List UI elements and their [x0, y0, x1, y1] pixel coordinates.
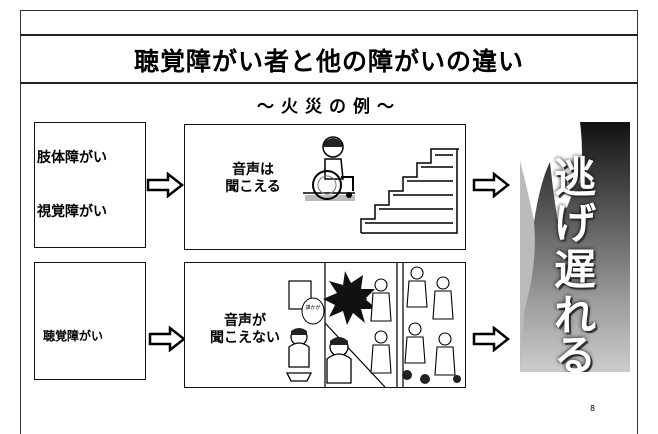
result-char: 逃: [553, 153, 596, 202]
row1-scene-box: 音声は 聞こえる: [184, 124, 466, 250]
category-label-visual: 視覚障がい: [37, 204, 107, 220]
divider-title: [20, 82, 638, 84]
crowd-fire-illustration: 誰かが: [285, 263, 461, 387]
caption-line: 音声が: [224, 313, 266, 329]
caption-line: 聞こえる: [225, 179, 281, 195]
slide-frame: [20, 10, 638, 434]
row1-caption: 音声は 聞こえる: [213, 162, 293, 196]
slide-subtitle: 〜火災の例〜: [257, 97, 401, 117]
wheelchair-user-illustration: [303, 136, 459, 234]
category-label-limb: 肢体障がい: [37, 150, 107, 166]
bubble-text: 誰かが: [305, 304, 320, 311]
result-char: れ: [553, 291, 596, 340]
divider-top: [20, 34, 638, 36]
caption-line: 音声は: [232, 162, 274, 178]
arrow-right-icon: [472, 172, 510, 198]
result-char: 遅: [553, 245, 596, 294]
flame-graphic: [520, 122, 630, 372]
result-char: げ: [553, 199, 596, 248]
category-label-hearing: 聴覚障がい: [43, 329, 104, 343]
result-fire-panel: 逃 げ 遅 れ る: [520, 122, 630, 372]
row1-category-box: 肢体障がい 視覚障がい: [34, 122, 146, 248]
arrow-right-icon: [148, 326, 186, 352]
row2-category-box: 聴覚障がい: [34, 262, 146, 380]
row2-scene-box: 音声が 聞こえない 誰かが: [184, 262, 466, 388]
arrow-right-icon: [472, 326, 510, 352]
caption-line: 聞こえない: [210, 330, 280, 346]
row2-caption: 音声が 聞こえない: [201, 313, 289, 347]
arrow-right-icon: [146, 172, 184, 198]
result-char: る: [553, 331, 596, 372]
slide-title: 聴覚障がい者と他の障がいの違い: [133, 47, 524, 76]
page-number: 8: [590, 404, 596, 413]
